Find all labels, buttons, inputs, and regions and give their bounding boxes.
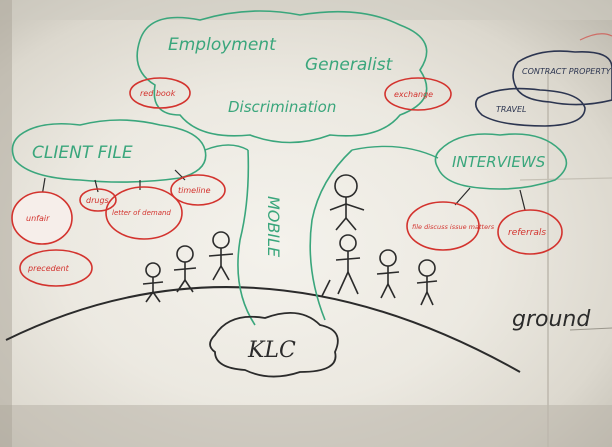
exchange-oval: [384, 77, 452, 111]
trunk-right-line: [309, 149, 353, 321]
letter-of-demand-oval: [105, 186, 183, 240]
klc-cloud: [209, 311, 339, 378]
travel-label: TRAVEL: [496, 105, 527, 114]
trunk-left-line: [237, 149, 256, 326]
timeline-oval: [170, 174, 226, 206]
unfair-oval: [11, 191, 73, 245]
exchange-label: exchange: [394, 90, 433, 99]
contract-property-cloud: [512, 50, 612, 106]
drugs-oval: [79, 188, 117, 212]
ground-label: ground: [512, 307, 591, 332]
drugs-label: drugs: [86, 196, 109, 205]
referrals-oval: [497, 209, 563, 255]
interviews-label: INTERVIEWS: [452, 153, 546, 171]
canopy-cloud: [136, 10, 428, 144]
file-discuss-oval: [406, 201, 480, 251]
letter-of-demand-label: letter of demand: [112, 209, 171, 217]
generalist-label: Generalist: [305, 55, 394, 75]
client-file-label: CLIENT FILE: [32, 143, 133, 163]
precedent-oval: [19, 249, 93, 287]
unfair-label: unfair: [26, 214, 50, 223]
precedent-label: precedent: [27, 264, 70, 273]
discrimination-label: Discrimination: [228, 98, 336, 116]
client-file-cloud: [11, 119, 207, 183]
travel-cloud: [474, 87, 586, 127]
mobile-label: MOBILE: [264, 196, 283, 258]
contract-property-label: CONTRACT PROPERTY: [522, 67, 612, 76]
red-book-label: red book: [140, 89, 176, 98]
interviews-cloud: [434, 133, 568, 190]
ground-hill: [5, 286, 521, 373]
red-book-oval: [129, 77, 191, 109]
file-discuss-label: file discuss issue matters: [412, 223, 495, 231]
employment-label: Employment: [168, 35, 277, 55]
stick-figures-right: [321, 174, 438, 306]
klc-label: KLC: [247, 338, 296, 363]
stick-figures-left: [142, 231, 234, 303]
referrals-label: referrals: [508, 228, 546, 238]
timeline-label: timeline: [178, 186, 211, 195]
